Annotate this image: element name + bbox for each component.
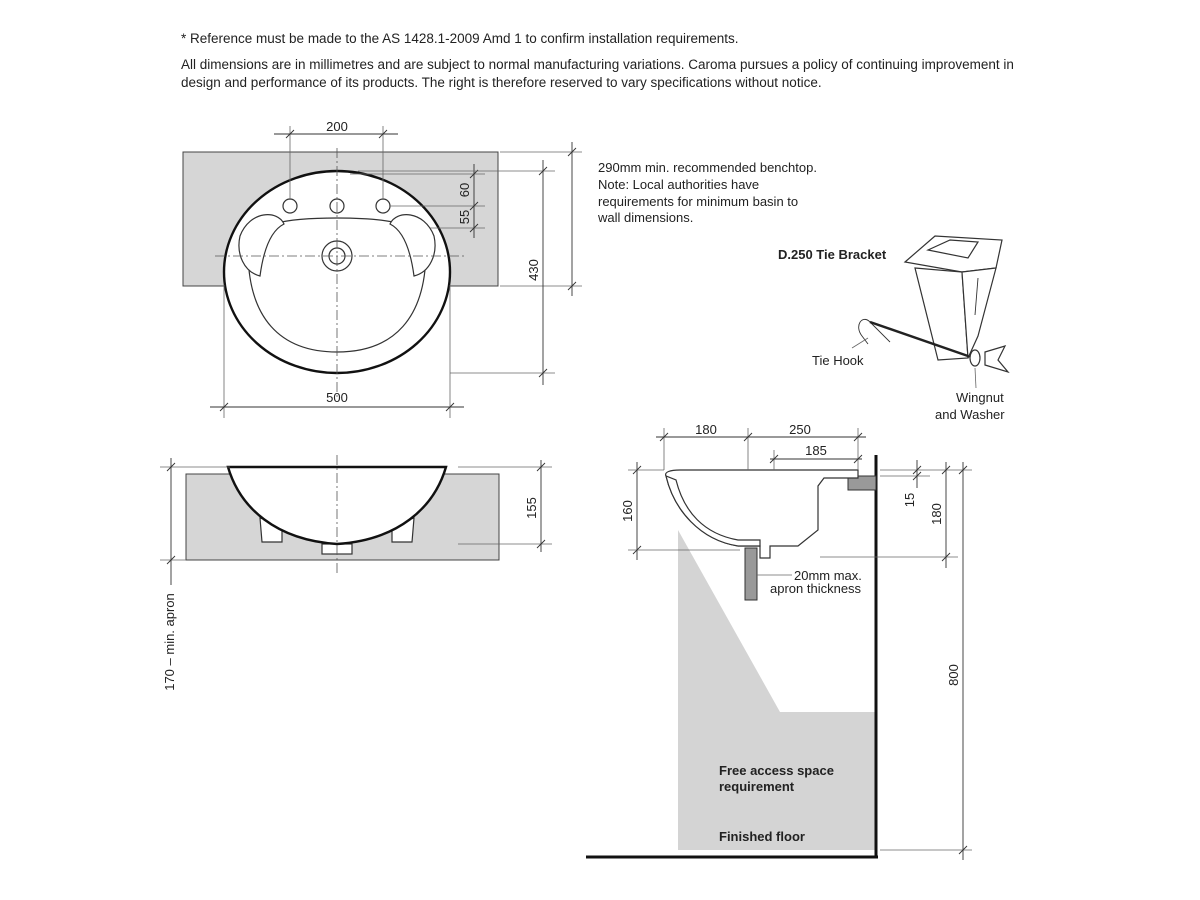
dim-tap-offset-55: 55 (457, 210, 472, 224)
dim-section-180-right: 180 (929, 503, 944, 525)
left-tap-hole (282, 198, 298, 214)
plan-basin-bowl (247, 217, 427, 353)
section-basin-bowl (665, 469, 859, 559)
benchtop-note-line-2: Note: Local authorities have (598, 177, 759, 192)
dim-section-180: 180 (695, 422, 717, 437)
plan-view: 200 60 55 430 500 290mm min. recommended… (182, 119, 817, 418)
dim-min-apron: 170 – min. apron (162, 593, 177, 691)
dimensions-note: All dimensions are in millimetres and ar… (181, 57, 1014, 90)
wingnut-label-line-2: and Washer (935, 407, 1005, 422)
dim-section-800: 800 (946, 664, 961, 686)
dim-basin-height: 155 (524, 497, 539, 519)
plan-right-overflow (389, 214, 436, 277)
tie-hook-label: Tie Hook (812, 353, 864, 368)
section-benchtop-edge (847, 475, 877, 491)
access-space-label-line-2: requirement (719, 779, 795, 794)
dim-basin-width: 500 (326, 390, 348, 405)
reference-note: * Reference must be made to the AS 1428.… (181, 31, 739, 46)
dim-section-185: 185 (805, 443, 827, 458)
bracket-side (961, 267, 997, 359)
tie-bracket-title: D.250 Tie Bracket (778, 247, 887, 262)
wingnut-label-line-1: Wingnut (956, 390, 1004, 405)
dim-tap-spacing: 200 (326, 119, 348, 134)
tie-bracket-detail: D.250 Tie Bracket Tie Hook Wingnut and W… (778, 235, 1010, 422)
dim-section-250: 250 (789, 422, 811, 437)
right-tap-hole (375, 198, 391, 214)
section-apron (744, 547, 758, 601)
washer (969, 349, 981, 367)
access-space-label-line-1: Free access space (719, 763, 834, 778)
benchtop-note-line-4: wall dimensions. (597, 210, 693, 225)
benchtop-note-line-3: requirements for minimum basin to (598, 194, 798, 209)
dim-basin-depth: 430 (526, 259, 541, 281)
dim-section-15: 15 (902, 493, 917, 507)
apron-note-line-2: apron thickness (770, 581, 862, 596)
section-view: 180 250 185 160 15 180 800 20mm max. apr (586, 422, 972, 860)
dim-section-160: 160 (620, 500, 635, 522)
dim-tap-offset-60: 60 (457, 183, 472, 197)
benchtop-note-line-1: 290mm min. recommended benchtop. (598, 160, 817, 175)
finished-floor-label: Finished floor (719, 829, 805, 844)
front-view: 155 170 – min. apron (160, 455, 552, 691)
tie-hook (858, 318, 891, 345)
bracket-slot (926, 239, 980, 259)
free-access-space (678, 530, 876, 850)
wingnut (984, 345, 1010, 374)
plan-left-overflow (238, 214, 285, 277)
apron-note-line-1: 20mm max. (794, 568, 862, 583)
